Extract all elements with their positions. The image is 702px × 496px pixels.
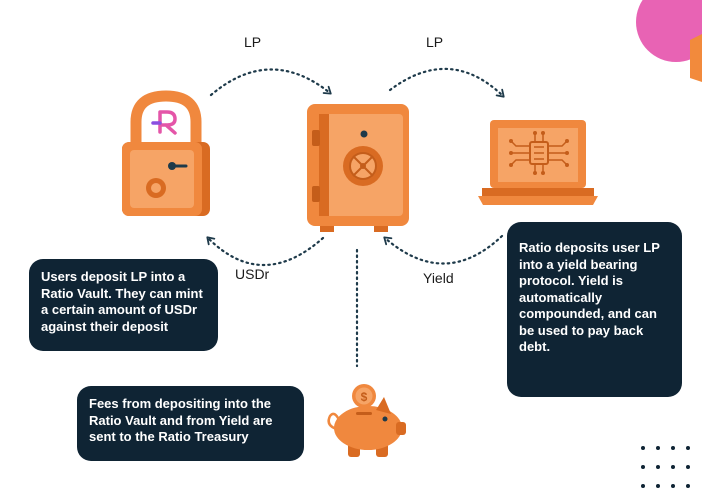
- corner-decoration: [636, 0, 702, 82]
- ratio-deposits-text: Ratio deposits user LP into a yield bear…: [519, 240, 660, 354]
- ratio-logo-icon: [151, 110, 177, 135]
- vault-safe-icon: [307, 104, 409, 232]
- fees-box: Fees from depositing into the Ratio Vaul…: [77, 386, 304, 461]
- usdr-label: USDr: [235, 266, 270, 282]
- lp-label-right: LP: [426, 34, 444, 50]
- arrow-lp-to-protocol: [388, 67, 505, 98]
- arrow-usdr-to-user: [206, 236, 325, 267]
- arrow-lp-to-vault: [209, 68, 332, 97]
- arrow-yield-to-vault: [383, 234, 504, 265]
- ratio-deposits-box: Ratio deposits user LP into a yield bear…: [507, 222, 682, 397]
- dot-grid-decoration: [641, 446, 690, 488]
- users-deposit-text: Users deposit LP into a Ratio Vault. The…: [41, 269, 203, 334]
- svg-text:$: $: [361, 390, 368, 404]
- lp-label-left: LP: [244, 34, 262, 50]
- laptop-chip-icon: [478, 120, 598, 205]
- fees-text: Fees from depositing into the Ratio Vaul…: [89, 396, 273, 444]
- padlock-icon: [122, 90, 210, 216]
- yield-label: Yield: [423, 270, 454, 286]
- piggy-bank-coin-icon: $: [327, 384, 406, 457]
- users-deposit-box: Users deposit LP into a Ratio Vault. The…: [29, 259, 218, 351]
